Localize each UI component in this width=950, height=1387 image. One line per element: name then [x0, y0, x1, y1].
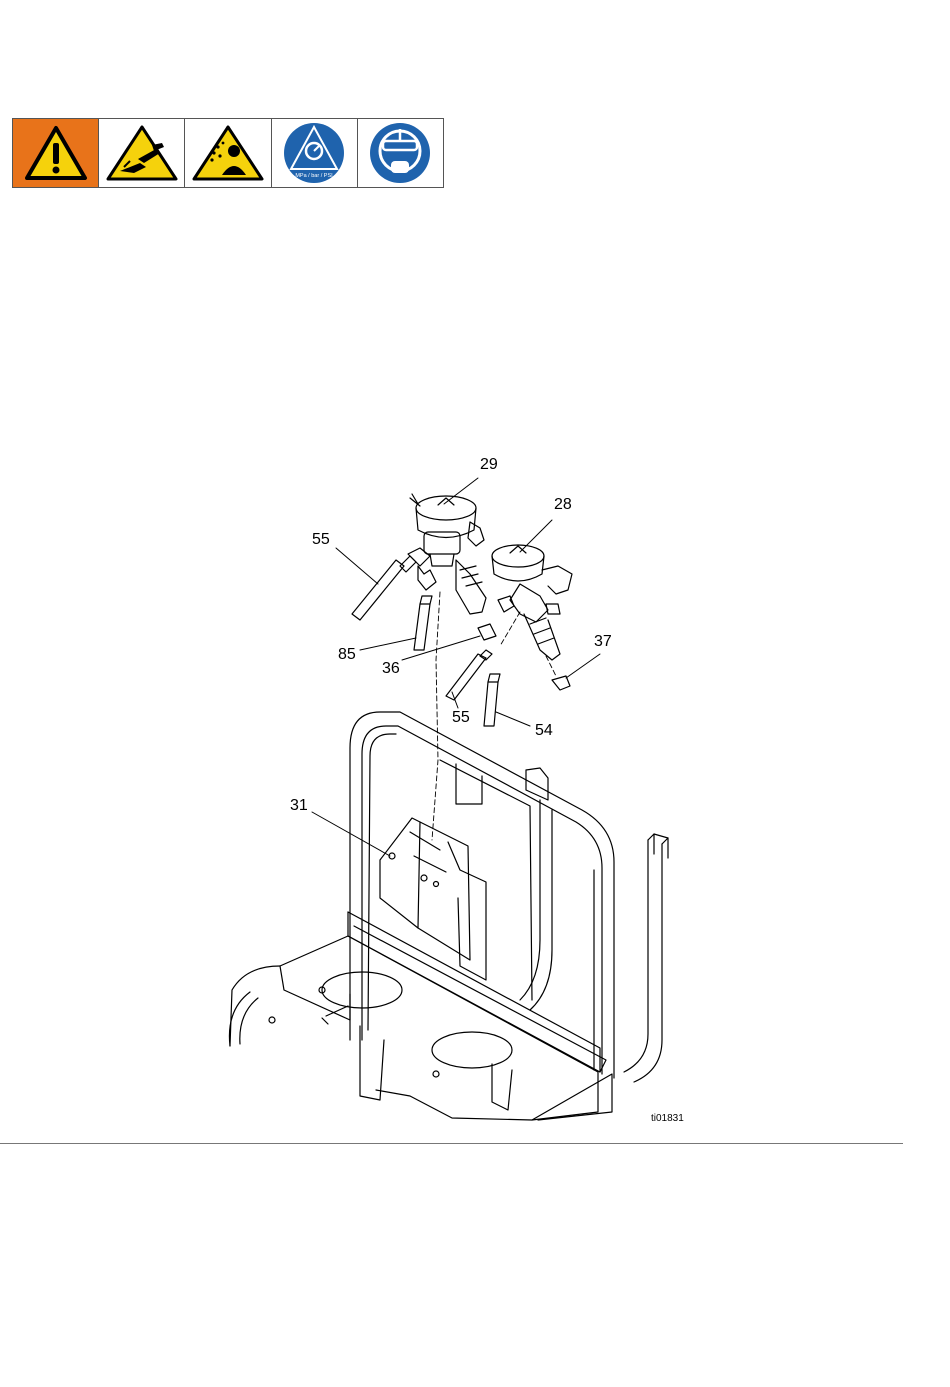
callout-55-upper: 55 — [312, 532, 330, 548]
cart-base-plate — [229, 912, 612, 1120]
fitting-36 — [478, 624, 496, 640]
callout-29: 29 — [480, 457, 498, 473]
callout-36: 36 — [382, 661, 400, 677]
hose-85 — [414, 604, 430, 650]
callout-54: 54 — [535, 723, 553, 739]
callout-85: 85 — [338, 647, 356, 663]
page-divider — [0, 1143, 903, 1144]
figure-id: ti01831 — [651, 1113, 684, 1124]
spray-gun-28 — [492, 545, 572, 660]
gun-holder-bracket — [380, 818, 486, 980]
callout-37: 37 — [594, 634, 612, 650]
fitting-37 — [552, 676, 570, 690]
callout-31: 31 — [290, 798, 308, 814]
hose-54 — [484, 682, 498, 726]
callout-55-lower: 55 — [452, 710, 470, 726]
callout-28: 28 — [554, 497, 572, 513]
cart-frame — [350, 712, 668, 1082]
spray-gun-29 — [408, 494, 486, 614]
